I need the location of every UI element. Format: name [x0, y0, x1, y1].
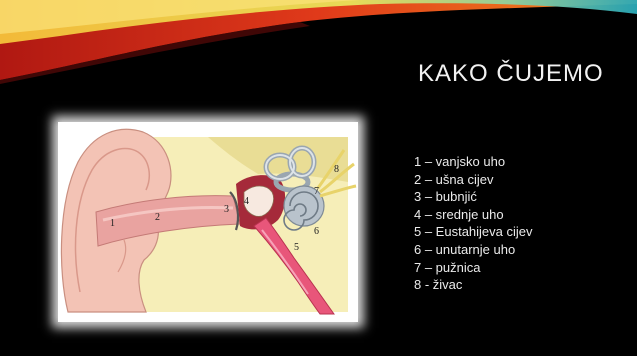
diagram-label-2: 2	[155, 212, 160, 223]
diagram-label-5: 5	[294, 242, 299, 253]
diagram-label-3: 3	[224, 204, 229, 215]
ear-illustration: 1 2 3 4 5 6 7 8	[58, 122, 358, 322]
diagram-label-7: 7	[314, 186, 319, 197]
legend-item-6: 6 – unutarnje uho	[414, 241, 533, 259]
legend-item-1: 1 – vanjsko uho	[414, 153, 533, 171]
slide-title: KAKO ČUJEMO	[418, 60, 604, 88]
legend-item-5: 5 – Eustahijeva cijev	[414, 223, 533, 241]
legend-item-7: 7 – pužnica	[414, 259, 533, 277]
ear-anatomy-diagram: 1 2 3 4 5 6 7 8	[58, 122, 358, 322]
legend-item-2: 2 – ušna cijev	[414, 171, 533, 189]
diagram-label-1: 1	[110, 218, 115, 229]
diagram-label-6: 6	[314, 226, 319, 237]
legend-item-4: 4 – srednje uho	[414, 206, 533, 224]
legend-item-3: 3 – bubnjić	[414, 188, 533, 206]
diagram-label-8: 8	[334, 164, 339, 175]
legend-item-8: 8 - živac	[414, 276, 533, 294]
diagram-label-4: 4	[244, 196, 249, 207]
legend-list: 1 – vanjsko uho 2 – ušna cijev 3 – bubnj…	[414, 153, 533, 294]
